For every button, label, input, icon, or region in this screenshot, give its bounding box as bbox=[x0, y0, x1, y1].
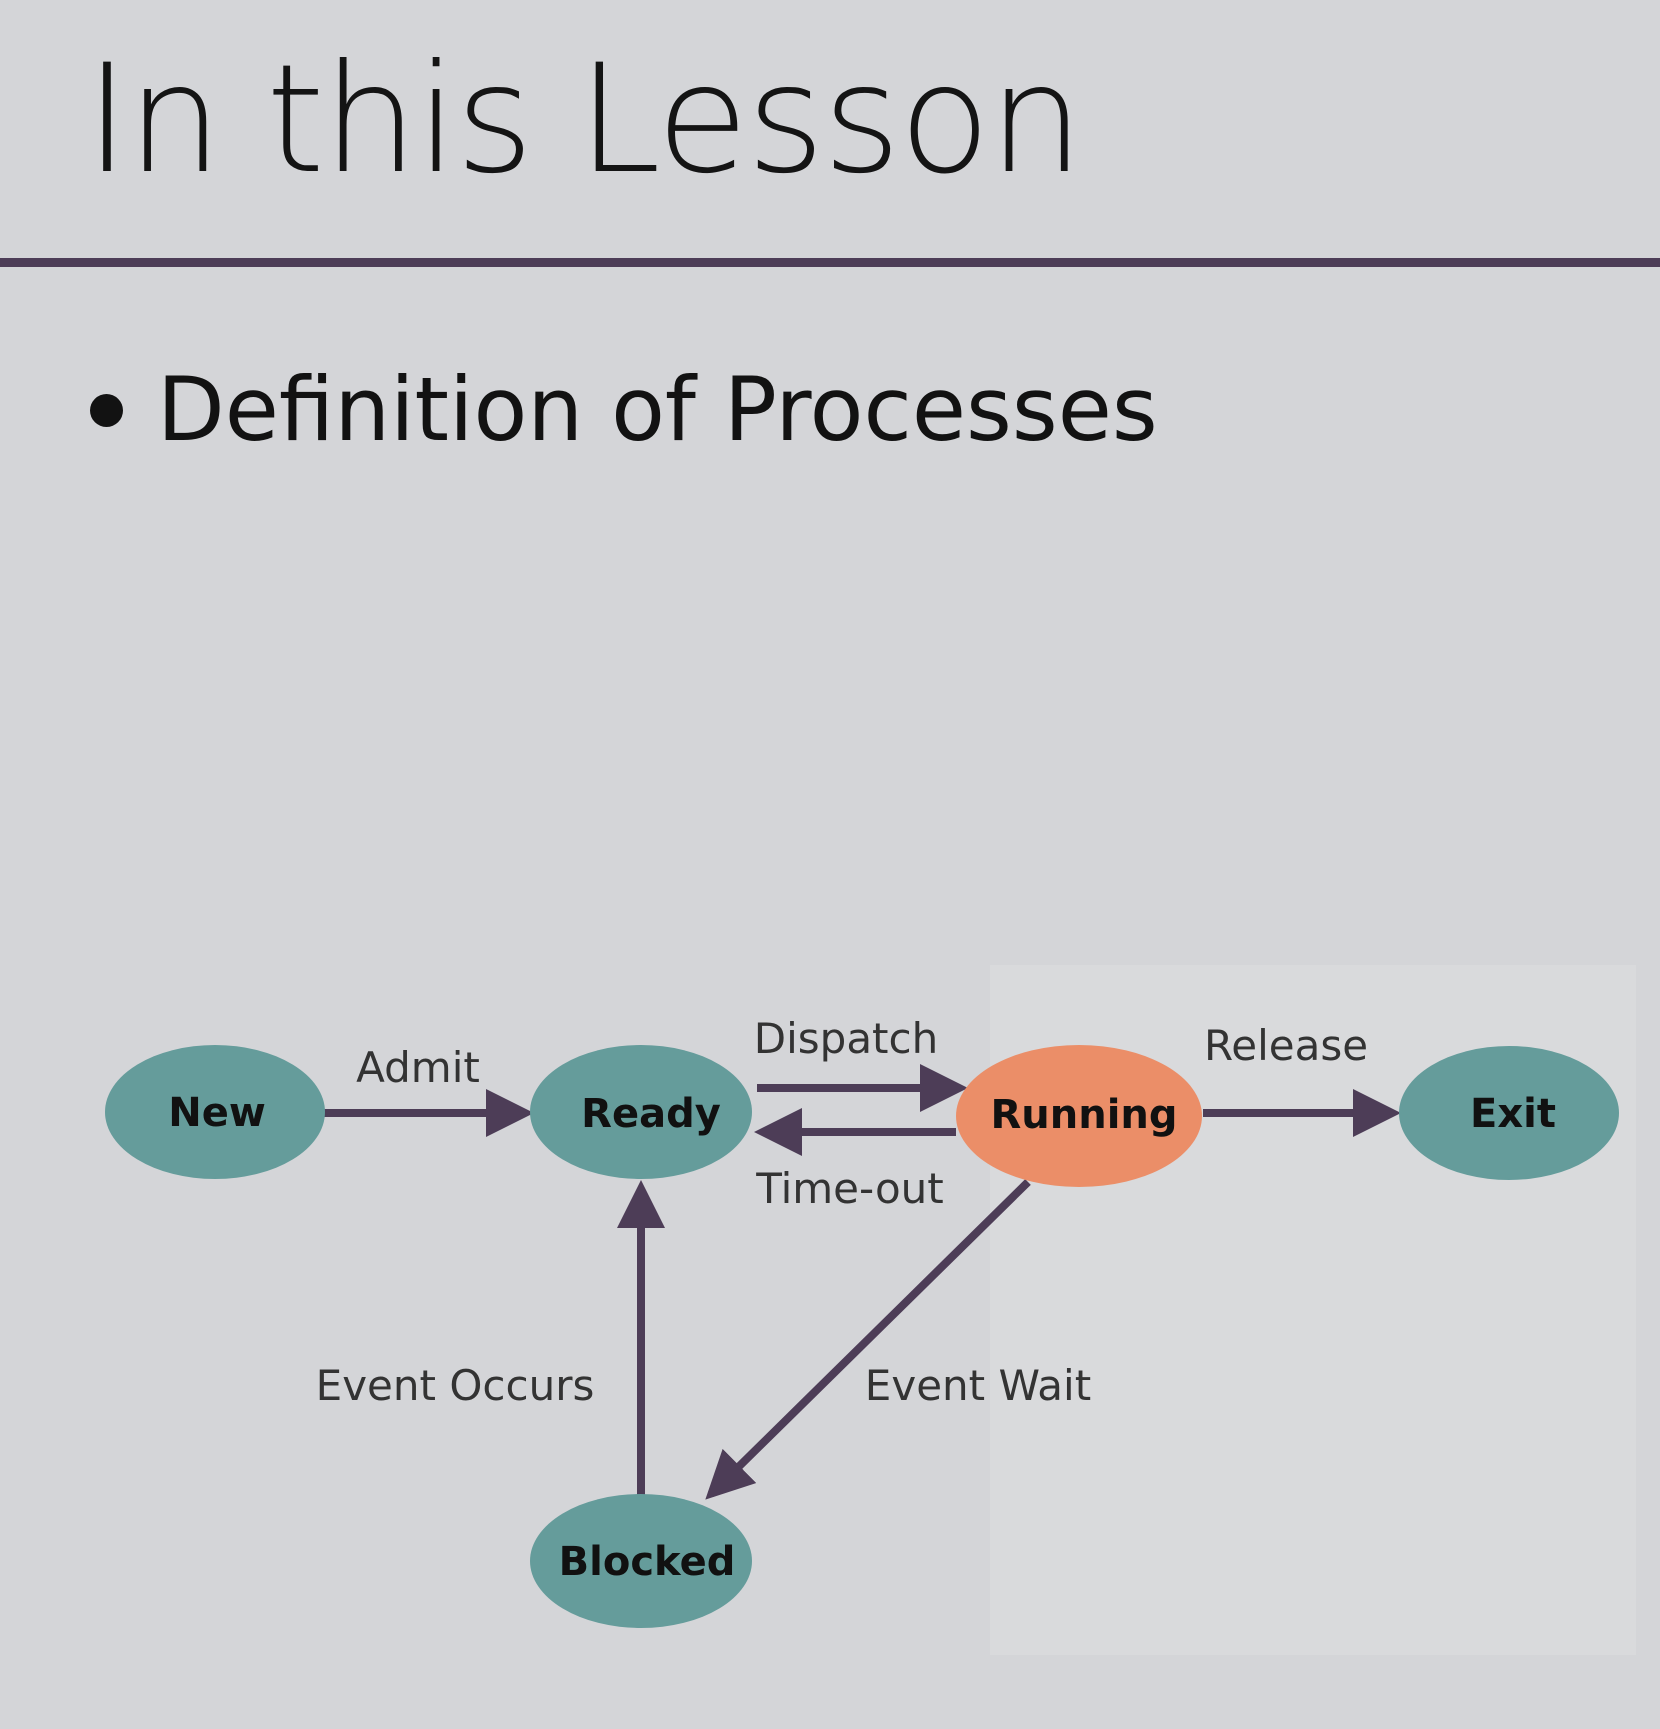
state-running: Running bbox=[956, 1045, 1202, 1187]
event-occurs-label: Event Occurs bbox=[316, 1361, 595, 1410]
state-ready: Ready bbox=[530, 1045, 752, 1179]
state-exit-shape bbox=[1399, 1046, 1619, 1180]
state-blocked: Blocked bbox=[530, 1494, 752, 1628]
dispatch-label: Dispatch bbox=[754, 1014, 938, 1063]
timeout-label: Time-out bbox=[755, 1164, 944, 1213]
state-ready-label: Ready bbox=[581, 1091, 721, 1137]
state-exit: Exit bbox=[1399, 1046, 1619, 1180]
state-new: New bbox=[105, 1045, 325, 1179]
title-divider bbox=[0, 258, 1660, 267]
release-label: Release bbox=[1204, 1021, 1368, 1070]
state-running-label: Running bbox=[990, 1092, 1177, 1138]
bullet-dot-icon bbox=[90, 393, 123, 427]
state-new-shape bbox=[105, 1045, 325, 1179]
event-wait-label: Event Wait bbox=[865, 1361, 1091, 1410]
bullet-text: Definition of Processes bbox=[157, 358, 1158, 461]
state-ready-shape bbox=[530, 1045, 752, 1179]
admit-label: Admit bbox=[356, 1043, 480, 1092]
state-running-shape bbox=[956, 1045, 1202, 1187]
state-blocked-label: Blocked bbox=[559, 1539, 736, 1585]
bullet-item: Definition of Processes bbox=[90, 355, 1158, 465]
bullet-list: Definition of Processes bbox=[90, 355, 1158, 465]
state-blocked-shape bbox=[530, 1494, 752, 1628]
state-exit-label: Exit bbox=[1470, 1091, 1556, 1137]
slide-title: In this Lesson bbox=[85, 33, 1084, 207]
event-wait-arrow bbox=[705, 1179, 1031, 1500]
state-new-label: New bbox=[168, 1090, 266, 1136]
